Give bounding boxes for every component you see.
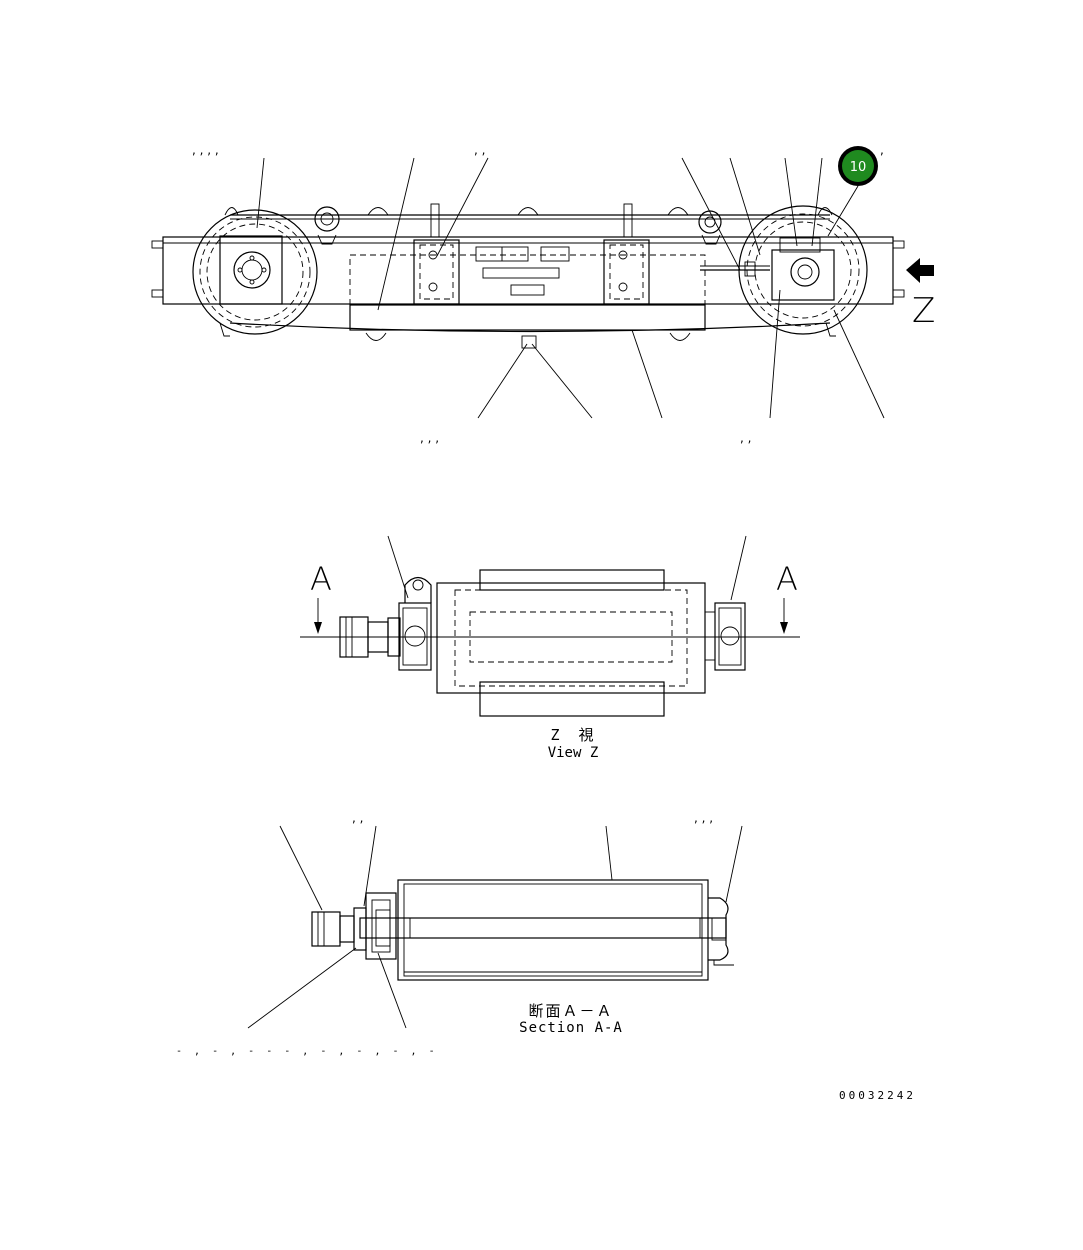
callout-badge-number: 10 bbox=[850, 160, 867, 175]
view-z: A A Z 視 View Z bbox=[300, 535, 800, 761]
drawing-number: 00032242 bbox=[839, 1089, 916, 1102]
separator-mid-left: , , , bbox=[420, 431, 439, 445]
separator-top-right: , bbox=[880, 143, 884, 157]
separator-top-mid: , , bbox=[474, 143, 485, 157]
separator-section-right: , , , bbox=[694, 811, 713, 825]
section-marker-right: A bbox=[776, 560, 798, 598]
separator-top-left: , , , , bbox=[192, 143, 219, 157]
side-elevation-view: Z 10 , , , , , , , , , , , , bbox=[151, 143, 935, 445]
view-z-title-en: View Z bbox=[548, 745, 599, 761]
separator-mid-right: , , bbox=[740, 431, 751, 445]
section-marker-left: A bbox=[310, 560, 332, 598]
callout-badge[interactable]: 10 bbox=[838, 146, 878, 186]
direction-label: Z bbox=[912, 291, 935, 331]
view-z-title-jp: Z 視 bbox=[550, 726, 595, 744]
direction-arrow-icon bbox=[906, 258, 934, 283]
section-aa-title-en: Section A-A bbox=[519, 1020, 623, 1036]
separator-section-left: , , bbox=[352, 811, 363, 825]
section-a-a: , , , , , 断面Ａ－Ａ Section A-A - , - , - - … bbox=[176, 811, 743, 1057]
section-aa-title-jp: 断面Ａ－Ａ bbox=[528, 1002, 613, 1020]
separator-bottom-row: - , - , - - - , - , - , - , - bbox=[176, 1046, 438, 1057]
